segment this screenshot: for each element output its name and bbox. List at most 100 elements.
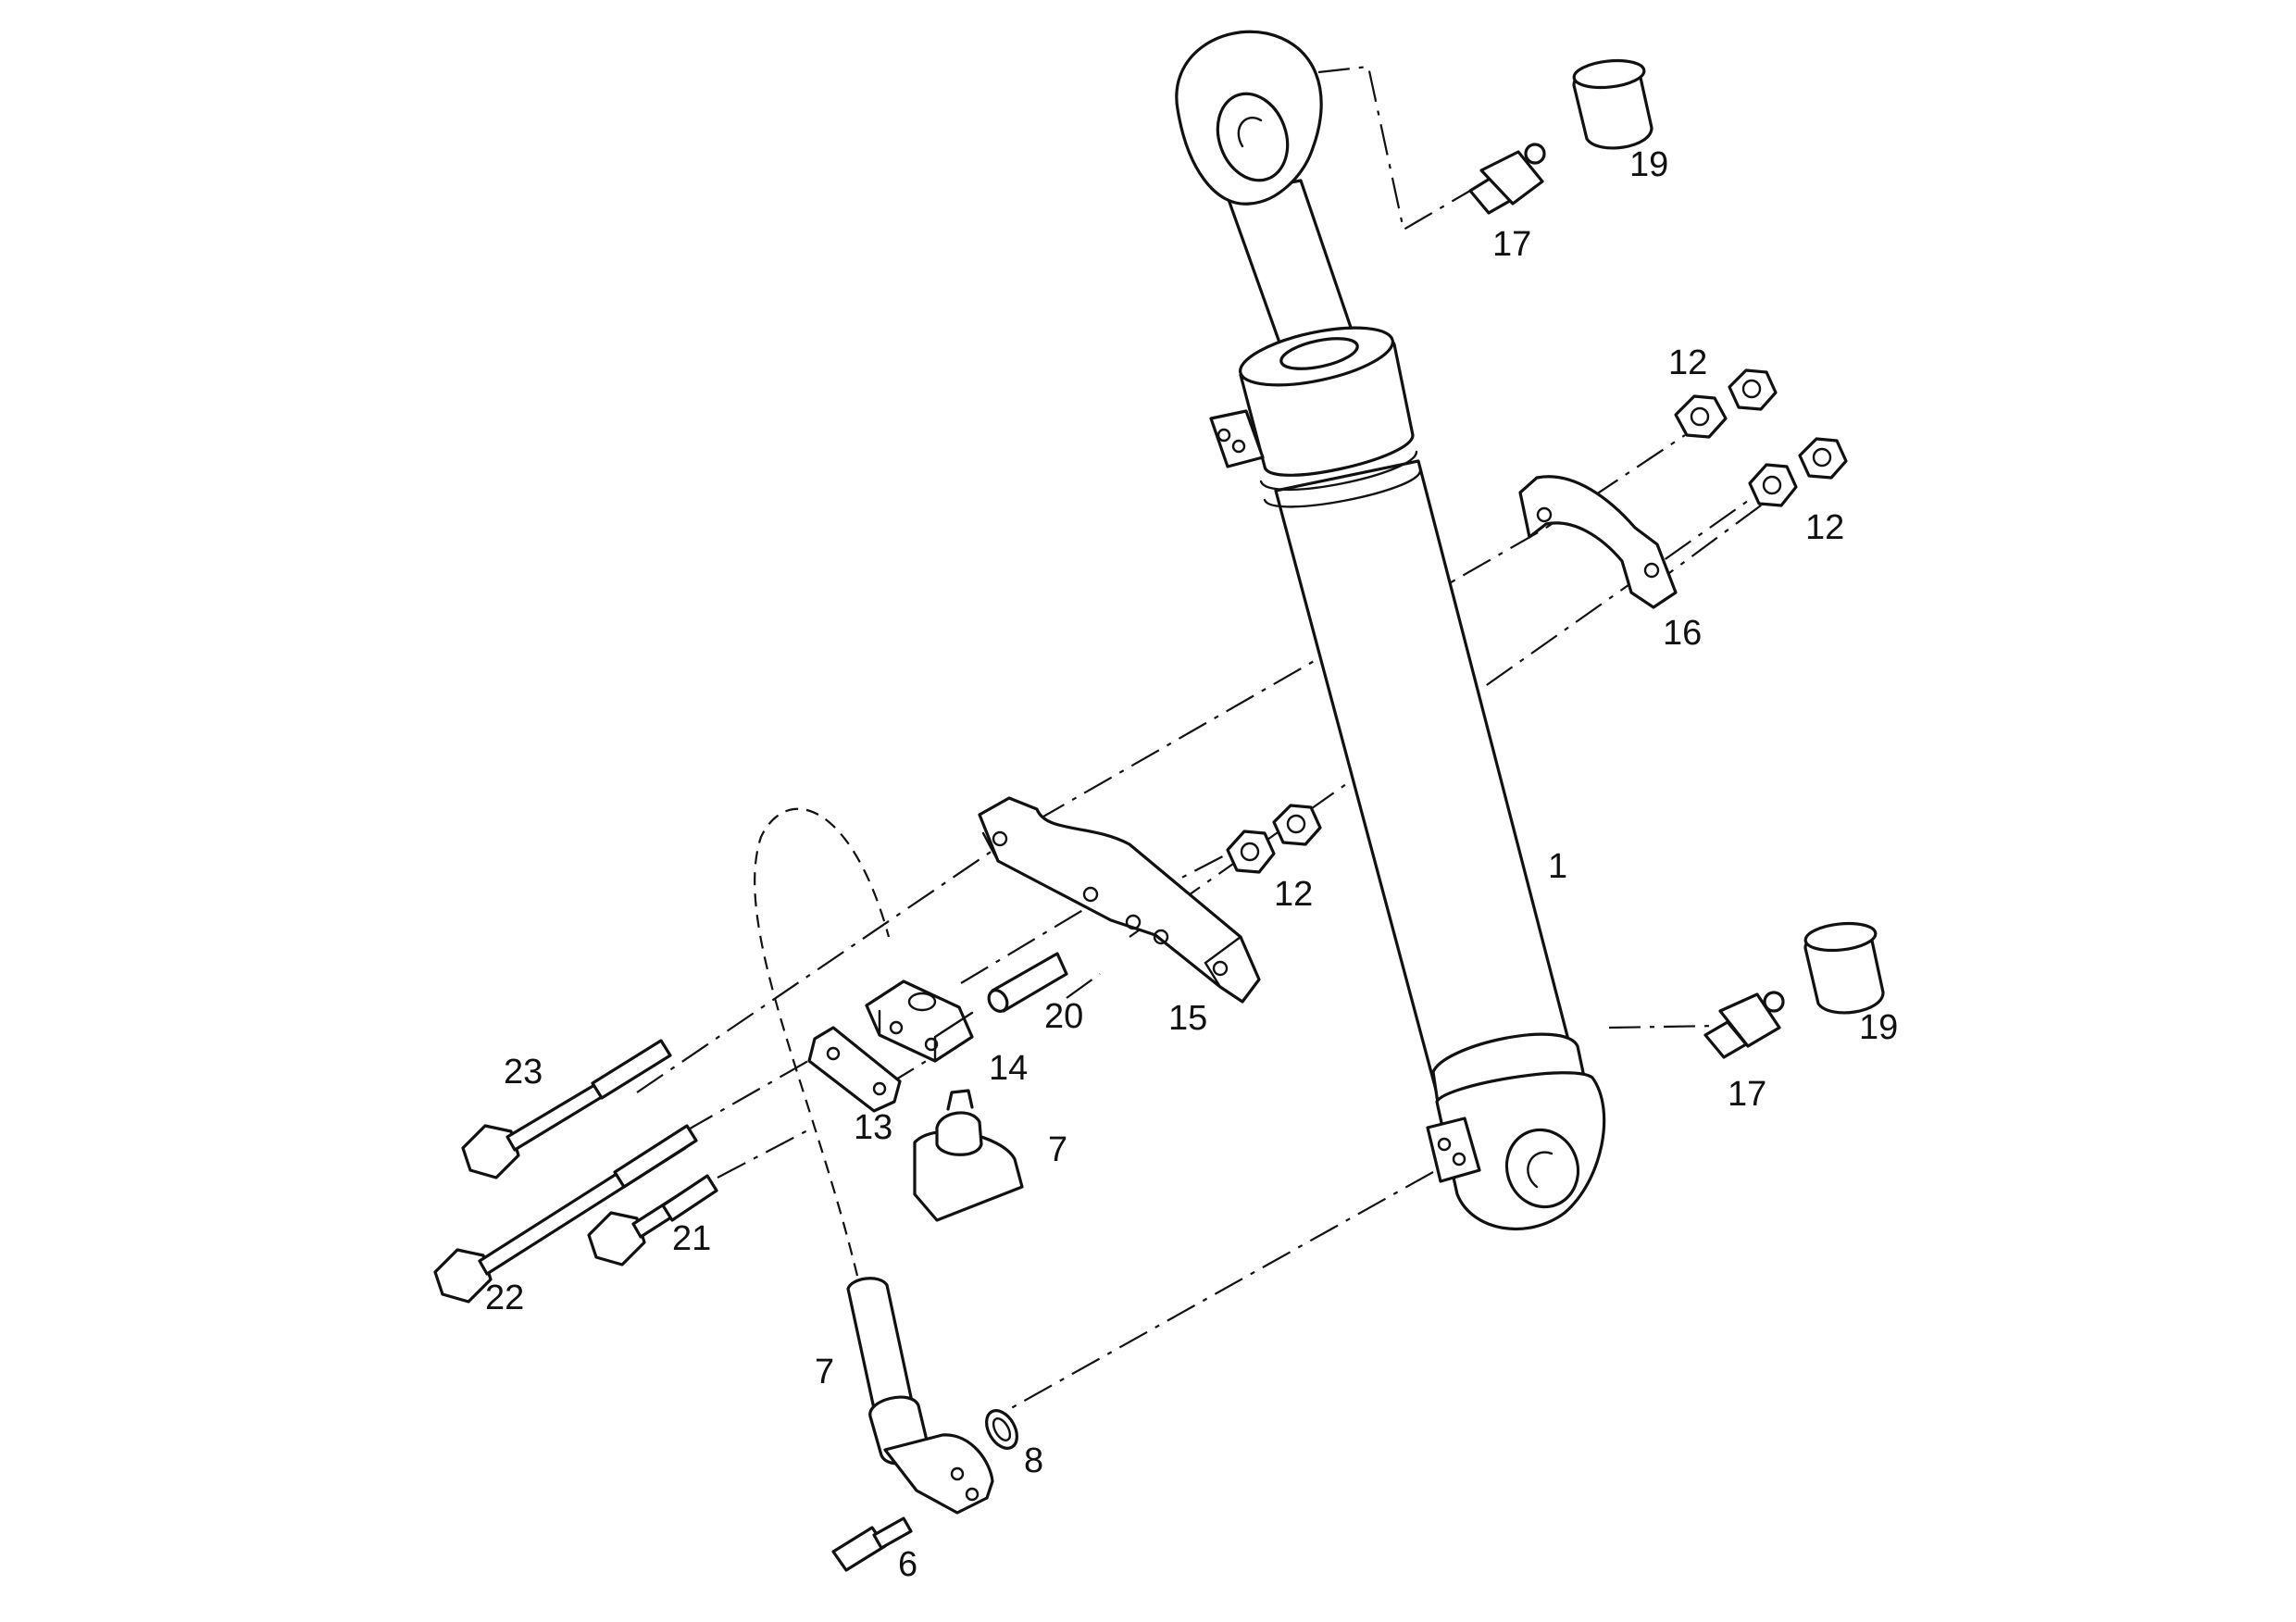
clamp-hole-2 [1643,562,1660,579]
callout-labels: 1 6 7 7 8 12 12 12 13 14 15 16 17 17 19 … [485,145,1898,1584]
bolt-22 [433,1124,698,1304]
screw-6-shank [872,1516,913,1550]
screw-6 [831,1516,913,1572]
bolt-21-thread [661,1174,718,1222]
head-collar-line-2 [1263,468,1422,508]
callout-12-upper: 12 [1668,343,1707,382]
clamp-block-hole-2 [924,1037,939,1052]
clamp-body [1518,475,1678,609]
bracket-hole-1 [992,830,1008,847]
callout-14: 14 [989,1049,1028,1088]
clamp-block-edges [878,1009,974,1063]
sleeve-end [987,989,1009,1013]
callout-12-lower: 12 [1805,508,1844,547]
leader-base-eye-to-seal-ring [1004,1171,1434,1413]
hose-tube [846,1277,917,1428]
seal-ring-outer [985,1409,1018,1450]
bolt-23-thread [591,1039,672,1100]
protective-cap-upper-rim [1572,58,1646,90]
leader-sleeve-axis [1066,973,1101,999]
bolt-21 [587,1174,718,1266]
callout-15: 15 [1168,999,1207,1038]
plate-body [807,1026,902,1113]
callout-21: 21 [672,1219,711,1258]
clamp-block-bore [907,992,937,1012]
bracket-hole-5 [1212,960,1229,977]
leader-lines [636,65,1769,1413]
hose-elbow-flange [883,1433,994,1515]
lower-port-bolt-2 [1452,1152,1466,1167]
rod-seal-face [1279,337,1359,370]
upper-port-block [1209,409,1265,468]
rod-eye-bushing [1237,117,1263,148]
mounting-bracket-edges [981,831,1242,989]
nut-bracket-1-bore [1240,842,1260,862]
bolt-23-head [461,1124,520,1179]
grease-nipple-lower-ball [1763,991,1785,1013]
protective-cap-lower-rim [1803,921,1878,953]
callout-12-bracket: 12 [1274,875,1313,914]
callout-7-fitting: 7 [1048,1130,1067,1169]
hose-fitting-block-neck [946,1089,974,1111]
bracket-hole-2 [1082,886,1099,903]
lower-port-block [1426,1117,1481,1183]
nut-lower-2-bore [1812,447,1832,468]
protective-cap-lower [1803,921,1885,1015]
clamp-block-hole-1 [889,1020,904,1035]
bolt-22-head [433,1248,493,1304]
grease-nipple-upper-ball [1524,143,1546,165]
seal-ring [985,1409,1018,1450]
callout-19-lower: 19 [1859,1008,1898,1047]
bracket-hole-3 [1125,914,1142,930]
leader-bolt-22-axis [684,1056,816,1132]
hose-flange-hole-2 [965,1487,980,1502]
hose-fitting-block [913,1089,1024,1222]
nut-upper-1-bore [1690,406,1710,427]
hose-flange-hole-1 [950,1466,965,1481]
hydraulic-hose [846,1277,994,1515]
head-collar-line-1 [1259,450,1418,492]
hydraulic-cylinder [1175,30,1606,1231]
upper-port-bolt-1 [1217,428,1231,443]
callout-7-hose: 7 [815,1353,834,1391]
cylinder-barrel [1274,459,1578,1109]
base-eye-bushing [1527,1151,1554,1189]
hose-fitting-block-body [913,1129,1024,1222]
bolt-21-head [587,1211,646,1266]
clamp [1518,475,1678,609]
bolt-23 [461,1039,672,1179]
seal-ring-inner [992,1417,1012,1441]
nut-lower-1-bore [1762,475,1782,495]
callout-19-upper: 19 [1629,145,1668,184]
clamp-block [865,979,974,1063]
sleeve [987,952,1068,1013]
leader-rod-eye-to-grease-nipple [1317,65,1471,231]
grease-nipple-lower [1703,991,1785,1059]
callout-22: 22 [485,1279,524,1317]
bolt-22-thread [613,1124,698,1189]
leader-bolt-21-axis [717,1127,814,1179]
clamp-hole-1 [1536,506,1553,523]
leader-bolt-23-axis [636,843,1003,1093]
nut-bracket-2-bore [1286,814,1306,834]
callout-8: 8 [1024,1441,1043,1480]
upper-port-bolt-2 [1231,439,1246,454]
protective-cap-upper [1572,58,1653,150]
base-eye-bore [1504,1128,1580,1209]
hose-fitting-block-spigot [935,1111,983,1156]
nut-upper-2-bore [1741,379,1762,399]
grease-nipple-upper-hex [1479,150,1544,206]
callout-6: 6 [898,1545,917,1584]
callout-17-upper: 17 [1492,225,1531,264]
leader-base-eye-to-grease-nipple [1608,1024,1719,1029]
callout-17-lower: 17 [1728,1075,1766,1114]
leader-bracket-to-clamp-upper [1036,527,1547,821]
nuts-group [1226,368,1848,874]
nut-bracket-1 [1226,830,1276,874]
rod-eye-bore [1216,92,1290,182]
nut-lower-1 [1748,463,1798,507]
bracket-hole-4 [1153,929,1169,945]
callout-13: 13 [854,1108,892,1147]
